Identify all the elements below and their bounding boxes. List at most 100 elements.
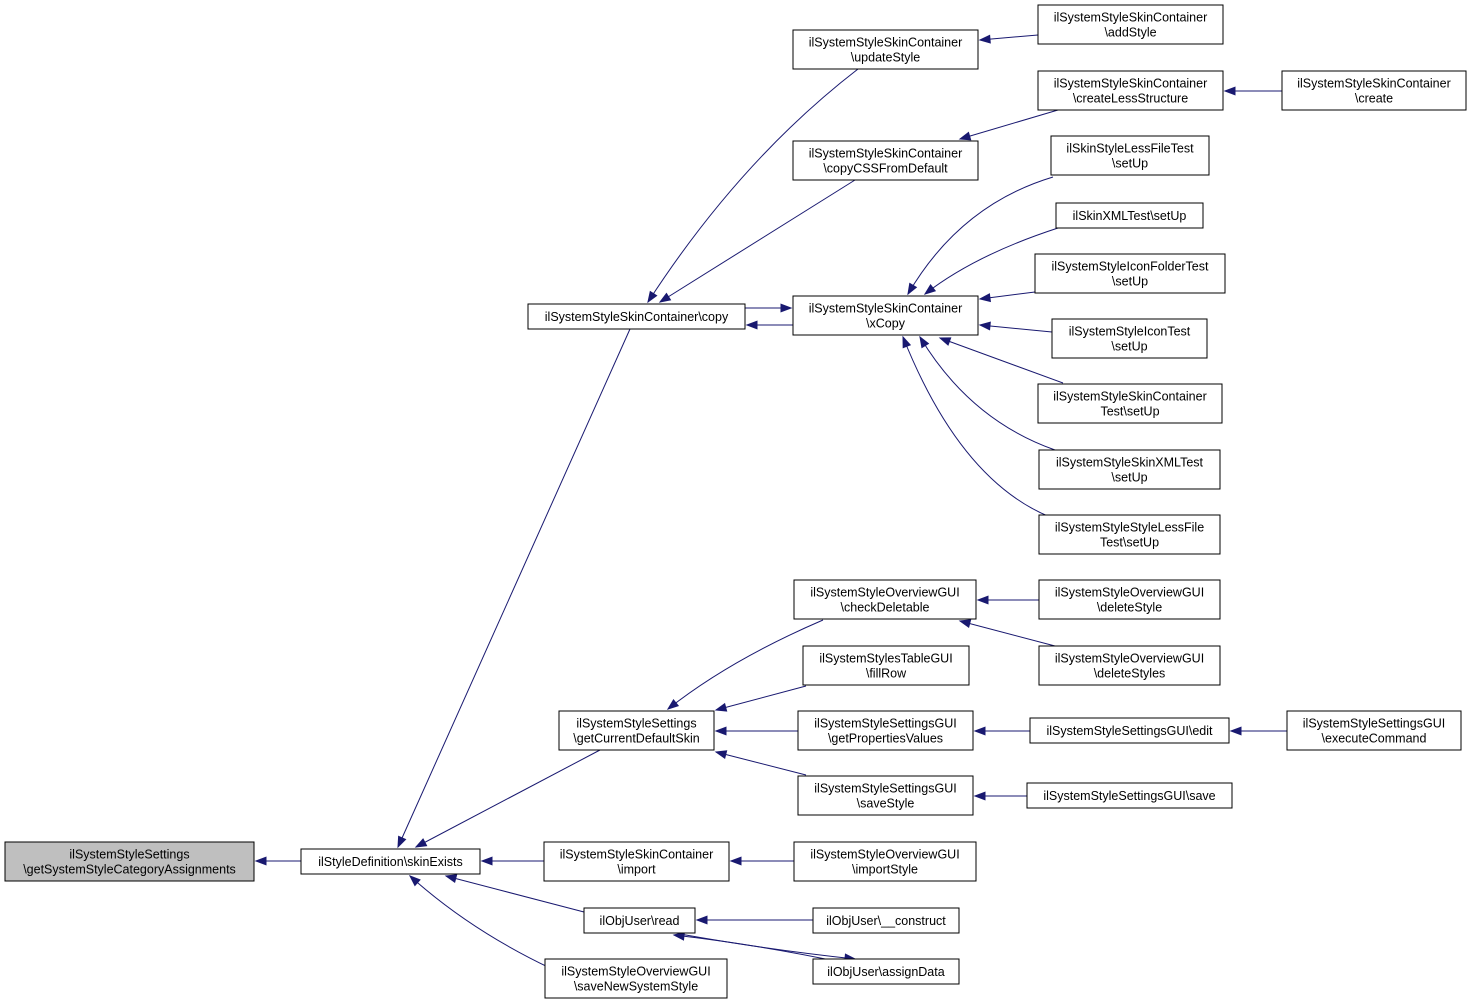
node-saveNewSystemStyle[interactable]: ilSystemStyleOverviewGUI\saveNewSystemSt…	[544, 958, 728, 999]
node-box	[544, 958, 728, 999]
edge-skinXMLTest-to-xCopy	[923, 227, 1059, 295]
arrow-head-icon	[978, 34, 991, 44]
node-box	[4, 841, 255, 882]
edge-skinExists-to-root	[254, 856, 301, 866]
edge-copy-to-xCopy	[745, 303, 793, 313]
node-label: \copyCSSFromDefault	[823, 162, 948, 176]
node-updateStyle[interactable]: ilSystemStyleSkinContainer\updateStyle	[792, 29, 979, 70]
arrow-head-icon	[444, 874, 458, 884]
node-label: \setUp	[1111, 471, 1147, 485]
arrow-head-icon	[973, 726, 986, 736]
node-getPropertiesValues[interactable]: ilSystemStyleSettingsGUI\getPropertiesVa…	[797, 710, 974, 751]
node-saveStyle[interactable]: ilSystemStyleSettingsGUI\saveStyle	[797, 775, 974, 816]
edge-xCopy-to-copy	[745, 320, 793, 330]
node-skinXMLTest2[interactable]: ilSystemStyleSkinXMLTest\setUp	[1038, 449, 1221, 490]
arrow-head-icon	[714, 702, 728, 712]
edge-line	[409, 875, 551, 969]
node-box	[792, 140, 979, 181]
node-box	[1281, 70, 1467, 111]
node-label: \addStyle	[1104, 26, 1156, 40]
node-iconTest[interactable]: ilSystemStyleIconTest\setUp	[1051, 318, 1208, 359]
edge-iconTest-to-xCopy	[978, 321, 1053, 333]
node-label: ilSystemStyleSkinContainer\copy	[545, 310, 729, 324]
node-construct[interactable]: ilObjUser\__construct	[812, 907, 960, 934]
nodes-layer: ilSystemStyleSettings\getSystemStyleCate…	[4, 4, 1467, 999]
node-label: ilSystemStyleSettingsGUI	[814, 717, 956, 731]
node-box	[1029, 717, 1230, 744]
node-edit[interactable]: ilSystemStyleSettingsGUI\edit	[1029, 717, 1230, 744]
edge-importStyle-to-import	[729, 856, 794, 866]
edge-line	[715, 685, 807, 711]
node-skinXMLTest[interactable]: ilSkinXMLTest\setUp	[1055, 202, 1204, 229]
node-skinExists[interactable]: ilStyleDefinition\skinExists	[300, 848, 481, 875]
node-deleteStyles[interactable]: ilSystemStyleOverviewGUI\deleteStyles	[1038, 645, 1221, 686]
node-label: Test\setUp	[1100, 536, 1159, 550]
node-xCopy[interactable]: ilSystemStyleSkinContainer\xCopy	[792, 295, 979, 336]
edge-executeCommand-to-edit	[1229, 726, 1287, 736]
node-checkDeletable[interactable]: ilSystemStyleOverviewGUI\checkDeletable	[793, 579, 977, 620]
node-box	[812, 907, 960, 934]
node-label: ilSystemStyleSkinContainer	[1054, 77, 1208, 91]
node-create[interactable]: ilSystemStyleSkinContainer\create	[1281, 70, 1467, 111]
edge-line	[979, 324, 1053, 333]
node-copy[interactable]: ilSystemStyleSkinContainer\copy	[527, 303, 746, 330]
node-createLessStructure[interactable]: ilSystemStyleSkinContainer\createLessStr…	[1037, 70, 1224, 111]
node-box	[1038, 645, 1221, 686]
node-box	[1037, 70, 1224, 111]
edge-addStyle-to-updateStyle	[978, 34, 1039, 44]
node-fillRow[interactable]: ilSystemStylesTableGUI\fillRow	[802, 645, 970, 686]
edge-line	[959, 109, 1059, 140]
node-label: ilSystemStyleSkinContainer	[560, 848, 714, 862]
node-label: \setUp	[1112, 275, 1148, 289]
node-box	[1051, 318, 1208, 359]
node-label: ilSystemStyleSettingsGUI	[1303, 717, 1445, 731]
node-import[interactable]: ilSystemStyleSkinContainer\import	[543, 841, 730, 882]
node-root[interactable]: ilSystemStyleSettings\getSystemStyleCate…	[4, 841, 255, 882]
edge-copyCSSFromDefault-to-copy	[658, 179, 856, 303]
node-label: ilSystemStyleOverviewGUI	[1055, 652, 1204, 666]
arrow-head-icon	[254, 856, 267, 866]
arrow-head-icon	[658, 292, 672, 303]
node-getCurrentDefaultSkin[interactable]: ilSystemStyleSettings\getCurrentDefaultS…	[558, 710, 715, 751]
edge-line	[679, 933, 856, 960]
node-save[interactable]: ilSystemStyleSettingsGUI\save	[1026, 782, 1233, 809]
node-box	[583, 907, 696, 934]
arrow-head-icon	[919, 335, 930, 349]
arrow-head-icon	[647, 290, 658, 304]
node-importStyle[interactable]: ilSystemStyleOverviewGUI\importStyle	[793, 841, 977, 882]
node-label: ilSystemStyleSkinContainer	[1054, 11, 1208, 25]
node-skinStyleLessFileTest[interactable]: ilSkinStyleLessFileTest\setUp	[1050, 135, 1210, 176]
node-deleteStyle[interactable]: ilSystemStyleOverviewGUI\deleteStyle	[1038, 579, 1221, 620]
arrow-head-icon	[958, 619, 972, 629]
node-executeCommand[interactable]: ilSystemStyleSettingsGUI\executeCommand	[1286, 710, 1462, 751]
node-addStyle[interactable]: ilSystemStyleSkinContainer\addStyle	[1037, 4, 1224, 45]
node-label: \executeCommand	[1322, 732, 1427, 746]
edge-skinContainerTest-to-xCopy	[938, 337, 1064, 384]
node-box	[792, 295, 979, 336]
edge-updateStyle-to-copy	[647, 68, 859, 304]
edge-copy-to-skinExists	[397, 328, 631, 849]
node-box	[797, 710, 974, 751]
node-assignData[interactable]: ilObjUser\assignData	[812, 958, 960, 985]
node-label: ilSystemStyleSkinContainer	[1297, 77, 1451, 91]
node-label: ilSystemStyleOverviewGUI	[810, 586, 959, 600]
node-iconFolderTest[interactable]: ilSystemStyleIconFolderTest\setUp	[1034, 253, 1226, 294]
node-copyCSSFromDefault[interactable]: ilSystemStyleSkinContainer\copyCSSFromDe…	[792, 140, 979, 181]
node-label: \getSystemStyleCategoryAssignments	[23, 863, 236, 877]
edge-line	[902, 336, 1051, 518]
edge-saveStyle-to-getCurrentDefaultSkin	[714, 750, 807, 776]
node-label: \setUp	[1112, 157, 1148, 171]
edge-line	[924, 227, 1059, 295]
node-box	[802, 645, 970, 686]
arrow-head-icon	[745, 320, 758, 330]
edges-layer	[254, 34, 1287, 969]
node-label: \getCurrentDefaultSkin	[573, 732, 700, 746]
edge-construct-to-read	[695, 915, 813, 925]
arrow-head-icon	[958, 131, 972, 141]
node-read[interactable]: ilObjUser\read	[583, 907, 696, 934]
arrow-head-icon	[1223, 86, 1236, 96]
edge-read-to-assignData	[679, 933, 857, 963]
edge-line	[939, 337, 1064, 384]
